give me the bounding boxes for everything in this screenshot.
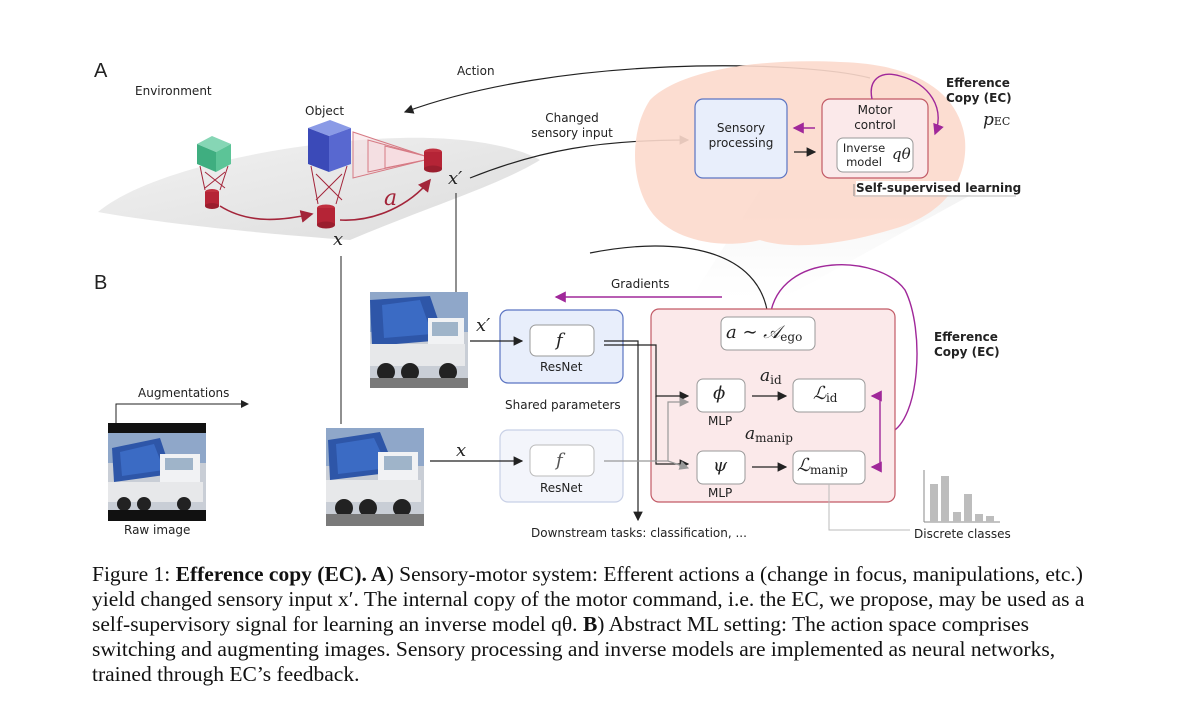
loss-id-subscript: id bbox=[825, 391, 838, 405]
panel-a-letter: A bbox=[94, 60, 108, 82]
a-id-subscript: id bbox=[770, 373, 782, 387]
green-cube-object bbox=[197, 136, 231, 209]
loss-id-label: ℒid bbox=[813, 383, 838, 405]
inverse-model-label: Inverse model bbox=[838, 141, 890, 169]
efference-copy-b-line-2: Copy (EC) bbox=[934, 345, 1000, 359]
efference-copy-b-line-1: Efference bbox=[934, 330, 998, 344]
ec-loop-arrow-b bbox=[769, 264, 918, 434]
a-manip-label: amanip bbox=[745, 424, 793, 445]
changed-input-label: Changed sensory input bbox=[530, 111, 614, 141]
self-supervised-label: Self-supervised learning bbox=[856, 181, 1022, 195]
caption-prefix: Figure 1: bbox=[92, 562, 176, 586]
resnet-bottom-label: ResNet bbox=[540, 481, 583, 495]
panel-b-letter: B bbox=[94, 272, 108, 294]
changed-input-line-1: Changed bbox=[545, 111, 599, 125]
input-x-label: x bbox=[456, 440, 467, 461]
f-top-label: f bbox=[556, 330, 563, 351]
move-arrow-1 bbox=[219, 205, 314, 223]
phi-label: ϕ bbox=[713, 383, 726, 404]
motor-control-line-1: Motor bbox=[857, 103, 893, 117]
action-a-label: a bbox=[384, 186, 398, 211]
psi-box bbox=[696, 450, 746, 485]
efference-copy-a-line-1: Efference bbox=[946, 76, 1010, 90]
loss-manip-symbol: ℒ bbox=[797, 455, 810, 476]
psi-label: ψ bbox=[713, 455, 728, 476]
raw-truck-image bbox=[108, 423, 206, 521]
action-dist-box bbox=[720, 316, 816, 351]
a-manip-symbol: a bbox=[745, 424, 756, 444]
mlp-top-label: MLP bbox=[708, 414, 733, 428]
augmentations-label: Augmentations bbox=[138, 386, 230, 400]
red-sensor-right bbox=[424, 148, 442, 173]
inverse-model-box bbox=[836, 137, 914, 173]
caption-b-letter: B bbox=[582, 612, 598, 636]
action-label: Action bbox=[457, 64, 495, 78]
mlp-bottom-label: MLP bbox=[708, 486, 733, 500]
caption-title: Efference copy (EC). A bbox=[175, 562, 387, 586]
blue-cube-object bbox=[308, 120, 351, 229]
environment-label: Environment bbox=[135, 84, 212, 98]
action-dist-label: a ∼ 𝒜ego bbox=[726, 322, 802, 344]
changed-input-line-2: sensory input bbox=[531, 126, 613, 140]
figure-caption: Figure 1: Efference copy (EC). A) Sensor… bbox=[92, 562, 1092, 687]
caption-part-b: ) Abstract ML setting: The action space … bbox=[92, 612, 1056, 686]
object-label: Object bbox=[305, 104, 345, 118]
a-manip-subscript: manip bbox=[755, 431, 793, 445]
move-arrow-2 bbox=[339, 178, 432, 221]
loss-manip-label: ℒmanip bbox=[797, 455, 848, 477]
shared-parameters-label: Shared parameters bbox=[505, 398, 621, 412]
sensory-processing-line-1: Sensory bbox=[716, 121, 766, 135]
q-theta-label: qθ bbox=[892, 145, 911, 163]
f-top-box bbox=[529, 324, 595, 357]
f-bottom-label: f bbox=[556, 450, 563, 471]
efference-copy-a-line-2: Copy (EC) bbox=[946, 91, 1012, 105]
state-x-prime-label: x′ bbox=[448, 168, 463, 189]
action-dist-subscript: ego bbox=[780, 330, 803, 344]
sensory-processing-label: Sensory processing bbox=[695, 121, 787, 151]
loss-id-box bbox=[792, 378, 866, 413]
action-curve bbox=[589, 245, 769, 317]
loss-manip-subscript: manip bbox=[809, 463, 848, 477]
discrete-classes-bars bbox=[923, 470, 1000, 523]
loss-id-symbol: ℒ bbox=[813, 383, 826, 404]
a-id-label: aid bbox=[760, 366, 782, 387]
phi-box bbox=[696, 378, 746, 413]
input-x-prime-label: x′ bbox=[476, 315, 491, 336]
f-bottom-box bbox=[529, 444, 595, 477]
truck-image-bottom bbox=[326, 428, 424, 526]
downstream-tasks-label: Downstream tasks: classification, ... bbox=[531, 526, 747, 540]
truck-image-top bbox=[370, 292, 468, 388]
resnet-top-label: ResNet bbox=[540, 360, 583, 374]
focus-frustum bbox=[352, 131, 426, 179]
ec-loop-arrow-a bbox=[870, 73, 944, 136]
caption-part-a: ) Sensory-motor system: Efferent actions… bbox=[92, 562, 1085, 636]
action-dist-symbol: a ∼ 𝒜 bbox=[726, 322, 781, 343]
inverse-model-line-2: model bbox=[846, 155, 882, 169]
motor-control-label: Motor control bbox=[822, 103, 928, 133]
sensory-processing-line-2: processing bbox=[708, 136, 774, 150]
p-ec-label: pEC bbox=[983, 110, 1010, 130]
motor-control-line-2: control bbox=[854, 118, 896, 132]
a-id-symbol: a bbox=[760, 366, 771, 386]
discrete-classes-label: Discrete classes bbox=[914, 527, 1011, 541]
p-ec-subscript: EC bbox=[993, 115, 1011, 128]
gradients-label: Gradients bbox=[611, 277, 670, 291]
p-ec-symbol: p bbox=[983, 110, 994, 130]
raw-image-label: Raw image bbox=[124, 523, 191, 537]
state-x-label: x bbox=[333, 229, 344, 250]
inverse-model-line-1: Inverse bbox=[842, 141, 886, 155]
sensory-processing-box bbox=[694, 98, 788, 179]
efference-copy-label-b: Efference Copy (EC) bbox=[934, 330, 1000, 360]
efference-copy-label-a: Efference Copy (EC) bbox=[946, 76, 1012, 106]
